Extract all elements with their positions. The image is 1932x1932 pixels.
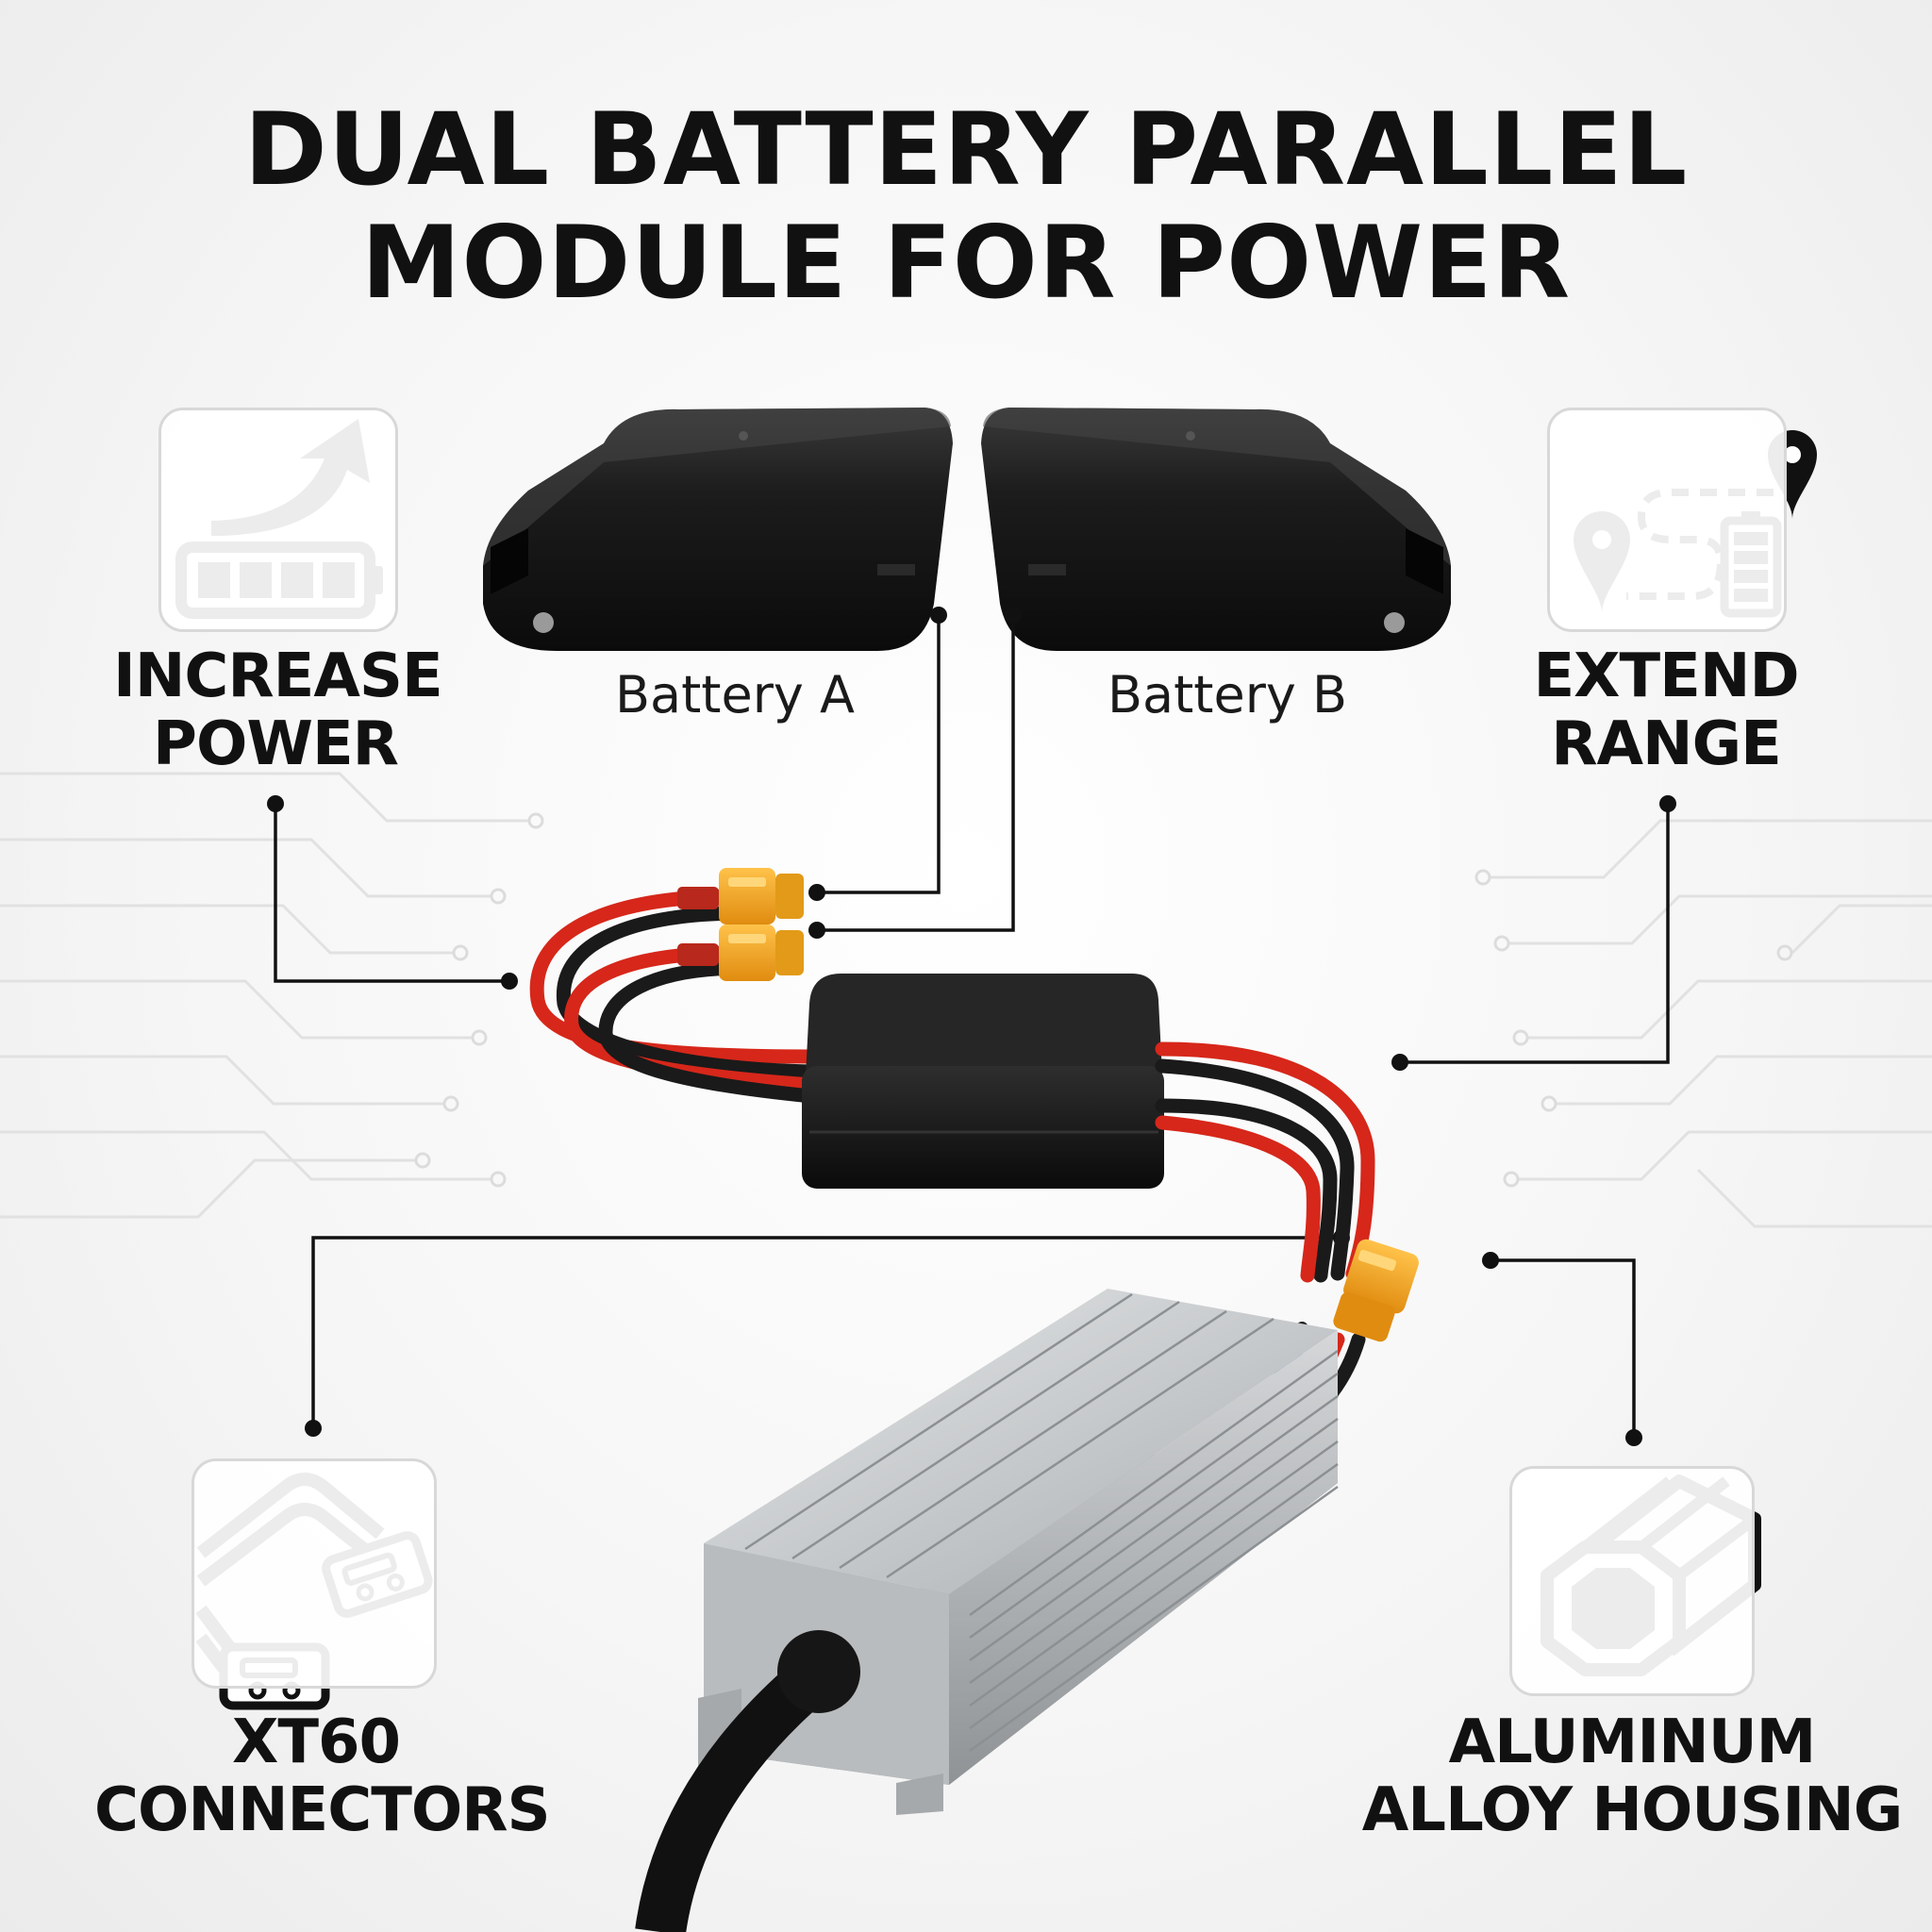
battery-a-image xyxy=(483,408,953,651)
extend-range-line2: RANGE xyxy=(1551,708,1782,779)
increase-power-icon-box xyxy=(158,408,398,632)
xt60-input-connector-a xyxy=(677,868,804,924)
battery-a-label: Battery A xyxy=(615,665,855,724)
aluminum-controller xyxy=(635,1289,1339,1932)
aluminum-caption: ALUMINUM ALLOY HOUSING xyxy=(1358,1707,1906,1845)
battery-b-image xyxy=(981,408,1451,651)
circuit-pattern-left-dots xyxy=(414,812,544,1188)
page-title-line2: MODULE FOR POWER xyxy=(360,205,1572,321)
extend-range-icon-box xyxy=(1547,408,1787,632)
increase-power-line2: POWER xyxy=(153,708,399,779)
circuit-pattern-right-dots xyxy=(1474,869,1793,1188)
aluminum-icon-box xyxy=(1509,1466,1755,1696)
extend-range-line1: EXTEND xyxy=(1533,641,1799,711)
battery-b-label: Battery B xyxy=(1108,665,1348,724)
aluminum-line2: ALLOY HOUSING xyxy=(1361,1774,1904,1845)
xt60-input-connector-b xyxy=(677,924,804,981)
xt60-icon-box xyxy=(192,1458,437,1689)
parallel-module-box xyxy=(802,974,1164,1189)
aluminum-line1: ALUMINUM xyxy=(1448,1707,1817,1777)
xt60-line2: CONNECTORS xyxy=(94,1774,551,1845)
increase-power-line1: INCREASE xyxy=(113,641,443,711)
xt60-caption: XT60 CONNECTORS xyxy=(94,1707,551,1845)
increase-power-caption: INCREASE POWER xyxy=(113,641,443,779)
circuit-pattern-right xyxy=(1491,819,1932,1228)
xt60-output-connector xyxy=(1333,1239,1419,1342)
input-wires xyxy=(529,889,819,1104)
extend-range-caption: EXTEND RANGE xyxy=(1513,641,1819,779)
xt60-line1: XT60 xyxy=(231,1707,401,1777)
page-title-line1: DUAL BATTERY PARALLEL xyxy=(243,92,1689,208)
leader-lines xyxy=(274,615,1670,1438)
circuit-pattern-left xyxy=(0,772,528,1219)
